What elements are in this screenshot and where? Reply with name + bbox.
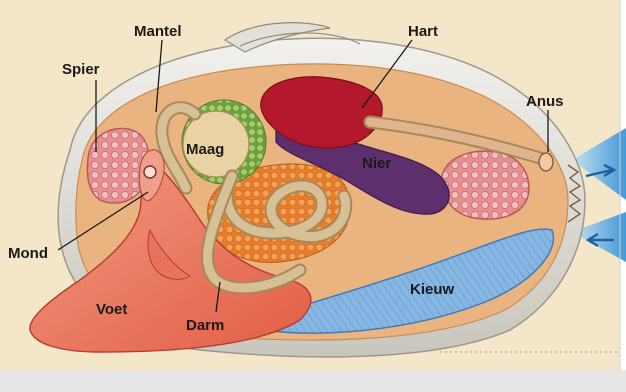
label-maag: Maag xyxy=(186,141,224,158)
label-voet: Voet xyxy=(96,301,127,318)
bottom-strip xyxy=(0,370,626,392)
posterior-adductor-muscle xyxy=(442,151,529,219)
label-darm: Darm xyxy=(186,317,224,334)
label-mantel: Mantel xyxy=(134,23,182,40)
mouth-opening xyxy=(144,166,156,178)
label-nier: Nier xyxy=(362,155,391,172)
label-spier: Spier xyxy=(62,61,100,78)
anus-opening xyxy=(539,153,553,171)
label-hart: Hart xyxy=(408,23,438,40)
label-kieuw: Kieuw xyxy=(410,281,455,298)
label-mond: Mond xyxy=(8,245,48,262)
label-anus: Anus xyxy=(526,93,564,110)
